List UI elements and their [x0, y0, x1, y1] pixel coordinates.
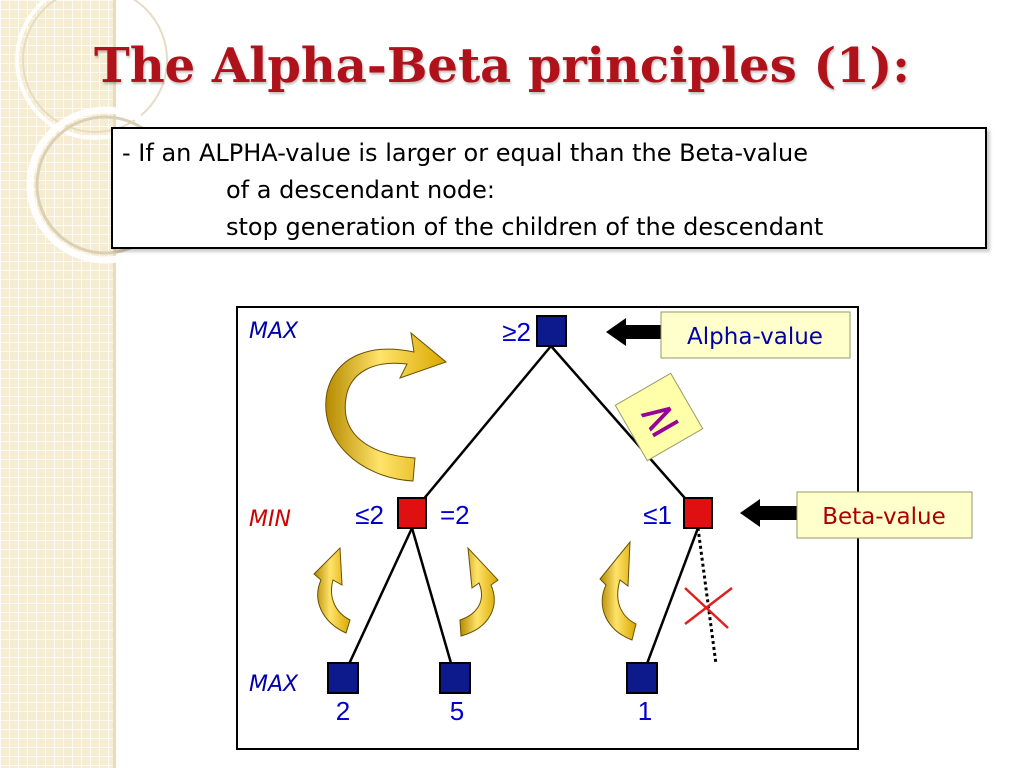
- large-curved-arrow-icon: [325, 331, 448, 482]
- level-label-max-top: MAX: [249, 319, 299, 344]
- rule-line-2: of a descendant node:: [226, 176, 495, 204]
- max-leaf-node-3: [626, 662, 658, 694]
- edge-min-right-leaf-3: [640, 527, 700, 678]
- min-node-right: [683, 497, 713, 529]
- leaf-value-1: 2: [336, 696, 350, 726]
- edge-root-min-right: [550, 345, 699, 514]
- level-label-max-bottom: MAX: [249, 672, 299, 697]
- edge-min-left-leaf-1: [341, 527, 414, 678]
- min-left-bound-label: ≤2: [355, 500, 384, 530]
- small-curved-arrow-right-icon: [599, 540, 637, 641]
- min-node-left: [397, 497, 427, 529]
- rule-box: - If an ALPHA-value is larger or equal t…: [111, 127, 987, 249]
- small-curved-arrow-left-icon: [313, 546, 351, 634]
- beta-pointer-arrow-icon: [740, 499, 798, 527]
- max-leaf-node-2: [439, 662, 471, 694]
- cut-mark-icon: [684, 587, 733, 629]
- beta-callout-box: [796, 491, 973, 539]
- alpha-callout-label: Alpha-value: [687, 324, 823, 350]
- comparison-diamond: ≥: [614, 372, 704, 462]
- leaf-value-2: 5: [450, 696, 464, 726]
- edge-root-min-left: [411, 345, 552, 514]
- max-node-root: [536, 315, 567, 347]
- side-strip-edge: [113, 0, 116, 768]
- rule-line-1: - If an ALPHA-value is larger or equal t…: [122, 139, 809, 167]
- rule-line-3: stop generation of the children of the d…: [226, 213, 824, 241]
- alpha-callout-box: [660, 311, 851, 359]
- level-label-min: MIN: [249, 507, 291, 532]
- min-left-value-label: =2: [440, 500, 470, 530]
- min-right-bound-label: ≤1: [643, 500, 672, 530]
- root-bound-label: ≥2: [502, 317, 531, 347]
- pruned-edge: [696, 527, 718, 665]
- edge-min-left-leaf-2: [410, 527, 457, 678]
- max-leaf-node-1: [327, 662, 359, 694]
- leaf-value-3: 1: [638, 696, 652, 726]
- slide-title: The Alpha-Beta principles (1):: [94, 38, 910, 94]
- alpha-pointer-arrow-icon: [606, 318, 662, 346]
- beta-callout-label: Beta-value: [822, 504, 946, 530]
- small-curved-arrow-middle-icon: [459, 546, 499, 637]
- tree-edges: [341, 345, 718, 678]
